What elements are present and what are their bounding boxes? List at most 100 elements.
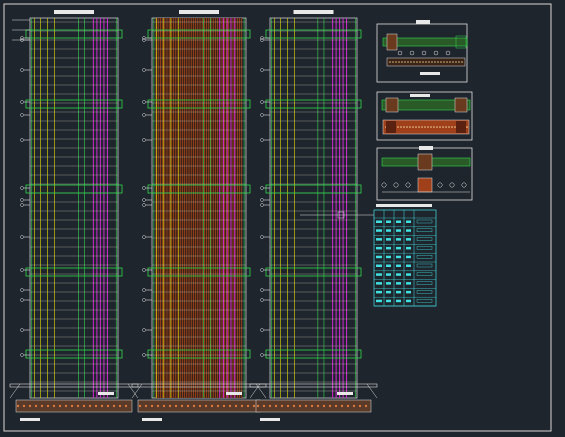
section-marker-icon — [437, 182, 443, 188]
wall-elevation-3[interactable] — [249, 10, 378, 421]
level-bubble-icon — [20, 113, 24, 117]
panel-title-bar — [419, 146, 433, 150]
foundation-hatch-dot — [22, 404, 26, 408]
rebar-dot — [455, 61, 457, 63]
foundation-hatch-dot — [228, 404, 232, 408]
foundation-top — [249, 383, 378, 388]
table-cell-text — [396, 238, 401, 241]
foundation-block — [255, 399, 372, 413]
level-bubble-icon — [260, 138, 264, 142]
foundation-hatch-dot — [46, 404, 50, 408]
foundation-hatch-dot — [246, 404, 250, 408]
section-marker-icon — [405, 182, 411, 188]
rebar-dot — [437, 61, 439, 63]
section-details[interactable] — [300, 20, 473, 219]
table-cell-sketch — [416, 272, 433, 276]
section-marker-icon — [397, 50, 403, 56]
level-bubble-icon — [20, 298, 24, 302]
section-label-bar — [226, 392, 242, 395]
foundation-hatch-dot — [58, 404, 62, 408]
rebar-dot — [446, 61, 448, 63]
table-cell-text — [376, 273, 382, 276]
table-cell-text — [406, 229, 411, 232]
table-cell-text — [406, 255, 411, 259]
table-cell-sketch — [416, 246, 433, 250]
floor-beam-band — [265, 267, 362, 277]
drawing-title-bar — [54, 10, 94, 14]
foundation-hatch-dot — [64, 404, 68, 408]
level-bubble-icon — [142, 113, 146, 117]
rebar-dot — [424, 126, 426, 128]
foundation-hatch-dot — [256, 404, 260, 408]
wall-elevation-2[interactable] — [131, 10, 267, 421]
section-label-bar — [20, 418, 40, 421]
level-bubble-icon — [20, 288, 24, 292]
slope-line — [366, 383, 378, 399]
column-section — [454, 97, 468, 113]
foundation-hatch-dot — [334, 404, 338, 408]
foundation-hatch-dot — [280, 404, 284, 408]
floor-beam-band — [147, 349, 251, 359]
floor-beam-band — [147, 184, 251, 194]
section-label-bar — [337, 392, 353, 395]
level-bubble-icon — [20, 268, 24, 272]
table-cell-text — [386, 290, 391, 294]
table-cell-text — [376, 264, 382, 267]
table-cell-text — [386, 273, 391, 276]
level-bubble-icon — [142, 298, 146, 302]
level-bubble-icon — [20, 353, 24, 357]
rebar-dot — [440, 61, 442, 63]
table-cell-text — [406, 299, 411, 303]
foundation-hatch-dot — [76, 404, 80, 408]
table-cell-text — [386, 255, 391, 259]
level-bubble-icon — [142, 288, 146, 292]
table-cell-text — [376, 220, 382, 223]
rebar-dot — [458, 61, 460, 63]
rebar-dot — [439, 126, 441, 128]
panel-caption-bar — [420, 72, 440, 75]
floor-beam-band — [265, 184, 362, 194]
foundation-hatch-dot — [162, 404, 166, 408]
level-bubble-icon — [260, 298, 264, 302]
table-title-bar — [376, 204, 432, 207]
wall-elevation-1[interactable] — [9, 10, 139, 421]
floor-beam-band — [147, 29, 251, 39]
foundation-hatch-dot — [346, 404, 350, 408]
foundation-hatch-dot — [304, 404, 308, 408]
level-bubble-icon — [260, 198, 264, 202]
slope-line — [127, 383, 139, 399]
rebar-dot — [428, 61, 430, 63]
foundation-hatch-dot — [234, 404, 238, 408]
rebar-dot — [436, 126, 438, 128]
table-cell-text — [376, 299, 382, 303]
foundation-hatch-dot — [216, 404, 220, 408]
table-cell-text — [396, 255, 401, 259]
table-cell-sketch — [416, 290, 433, 294]
floor-beam-band — [25, 29, 123, 39]
rebar-dot — [451, 126, 453, 128]
rebar-dot — [434, 61, 436, 63]
drawing-title-bar — [179, 10, 219, 14]
foundation-hatch-dot — [262, 404, 266, 408]
rebar-dot — [389, 61, 391, 63]
rebar-dot — [413, 61, 415, 63]
foundation-hatch-dot — [70, 404, 74, 408]
rebar-dot — [461, 61, 463, 63]
rebar-dot — [398, 61, 400, 63]
table-cell-text — [386, 220, 391, 223]
level-bubble-icon — [142, 328, 146, 332]
beam-section — [381, 99, 471, 111]
level-bubble-icon — [142, 235, 146, 239]
rebar-dot — [406, 126, 408, 128]
rebar-dot — [403, 126, 405, 128]
foundation-hatch-dot — [322, 404, 326, 408]
foundation-hatch-dot — [364, 404, 368, 408]
foundation-hatch-dot — [352, 404, 356, 408]
rebar-dot — [416, 61, 418, 63]
column-section — [386, 33, 398, 51]
table-cell-text — [376, 290, 382, 294]
rebar-dot — [409, 126, 411, 128]
table-cell-text — [386, 282, 391, 285]
level-bubble-icon — [20, 235, 24, 239]
